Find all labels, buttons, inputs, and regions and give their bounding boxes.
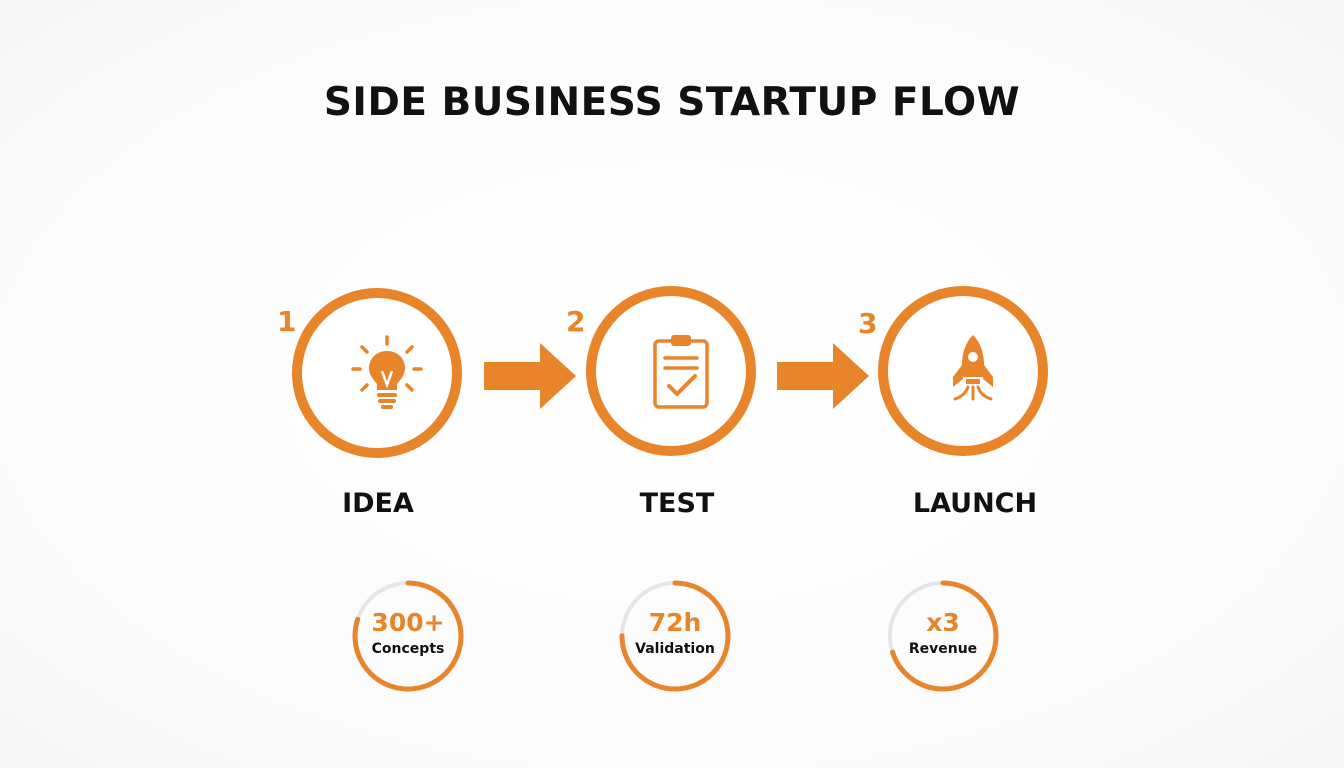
- progress-ring: [887, 580, 999, 692]
- page-title: SIDE BUSINESS STARTUP FLOW: [323, 80, 1021, 125]
- stat-validation: 72h Validation: [617, 578, 733, 694]
- step-label-test: TEST: [639, 488, 715, 519]
- arrow-icon: [484, 343, 576, 409]
- stat-concepts: 300+ Concepts: [350, 578, 466, 694]
- rocket-icon: [953, 335, 993, 401]
- stat-value: 72h: [648, 608, 702, 637]
- step-number-1: 1: [277, 305, 297, 338]
- stat-caption: Validation: [635, 641, 715, 657]
- progress-ring: [619, 580, 731, 692]
- step-circle-test: [586, 286, 756, 456]
- arrow-icon: [777, 343, 869, 409]
- lightbulb-icon: [351, 335, 423, 409]
- clipboard-check-icon: [653, 335, 709, 409]
- progress-ring: [352, 580, 464, 692]
- step-label-launch: LAUNCH: [912, 488, 1038, 519]
- step-circle-idea: [292, 288, 462, 458]
- step-label-idea: IDEA: [342, 488, 414, 519]
- stat-value: 300+: [371, 608, 445, 637]
- step-circle-launch: [878, 286, 1048, 456]
- stat-value: x3: [926, 608, 960, 637]
- step-number-3: 3: [858, 307, 878, 340]
- stat-caption: Concepts: [371, 641, 445, 657]
- stat-revenue: x3 Revenue: [885, 578, 1001, 694]
- stat-caption: Revenue: [908, 641, 978, 657]
- step-number-2: 2: [566, 305, 586, 338]
